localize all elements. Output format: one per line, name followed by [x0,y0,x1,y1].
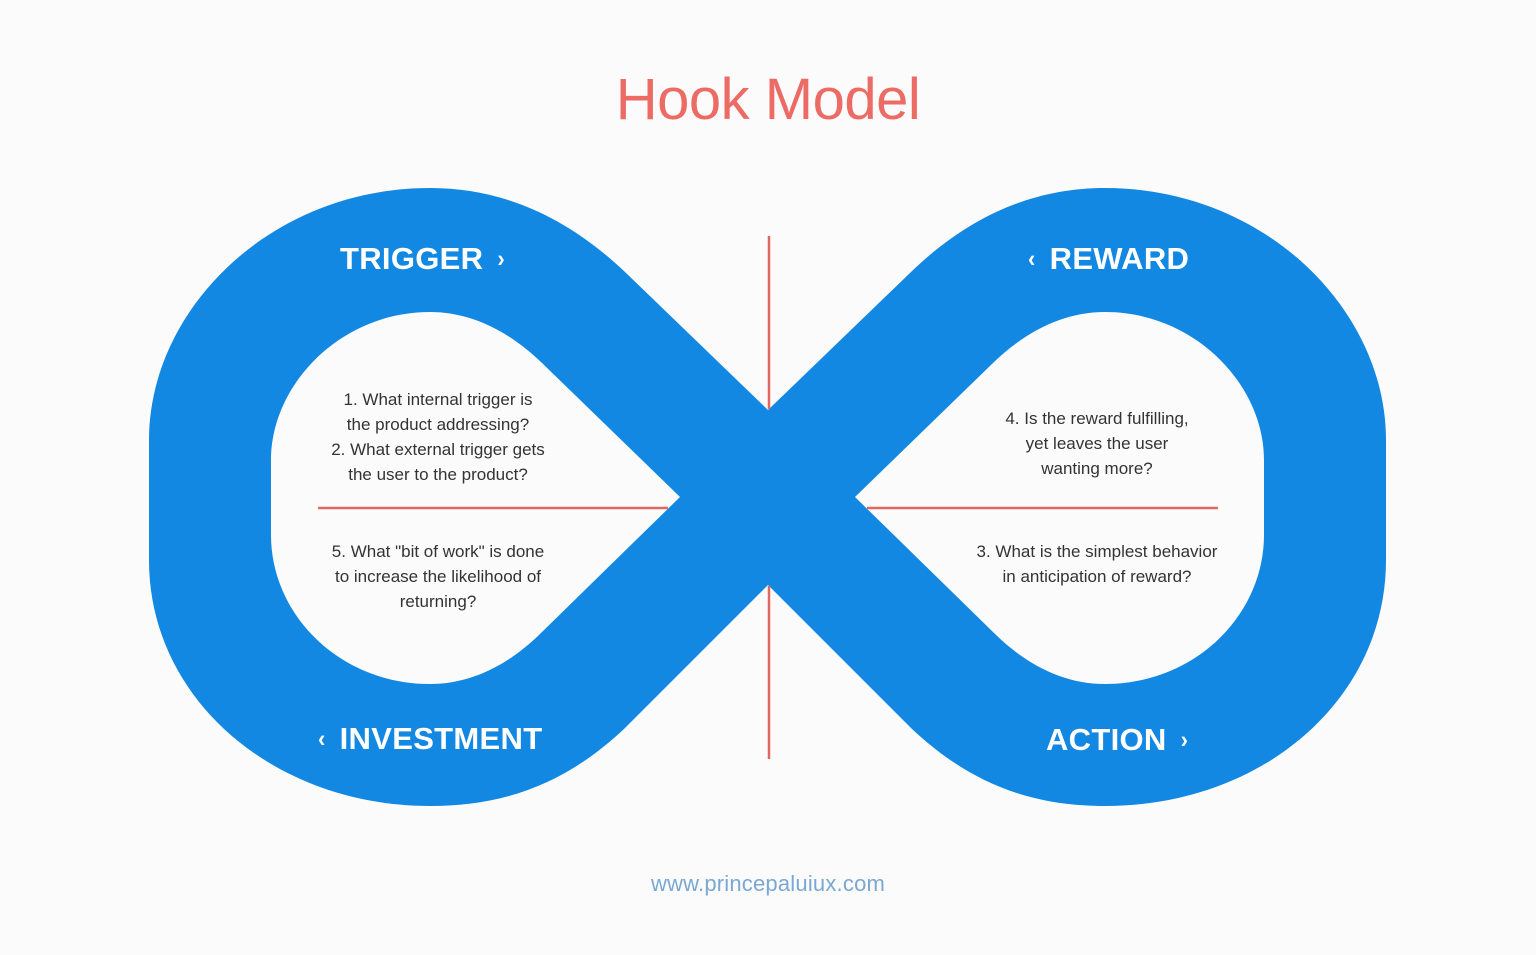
stage-label-investment: ‹ INVESTMENT [318,723,542,754]
stage-label-text: TRIGGER [340,241,484,276]
question-reward: 4. Is the reward fulfilling, yet leaves … [1005,409,1189,478]
infinity-loop-shape [149,188,1386,806]
question-trigger: 1. What internal trigger is the product … [331,390,545,484]
chevron-right-icon: › [1180,725,1189,753]
page-title: Hook Model [615,67,921,132]
question-investment: 5. What "bit of work" is done to increas… [331,542,545,611]
chevron-left-icon: ‹ [318,724,326,752]
stage-label-reward: ‹ REWARD [1028,243,1189,274]
chevron-right-icon: › [497,244,505,272]
stage-label-trigger: TRIGGER › [340,243,505,274]
question-action: 3. What is the simplest behavior in anti… [976,542,1218,586]
stage-label-action: ACTION › [1046,724,1188,755]
stage-label-text: REWARD [1049,241,1190,276]
chevron-left-icon: ‹ [1028,244,1036,272]
stage-label-text: ACTION [1046,722,1167,757]
stage-label-text: INVESTMENT [339,721,543,756]
footer-website: www.princepaluiux.com [650,871,886,896]
